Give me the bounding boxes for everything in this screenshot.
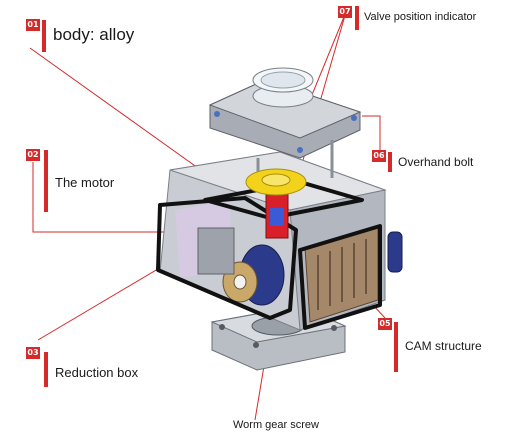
callout-number: 01 (26, 19, 40, 31)
callout-label: Valve position indicator (364, 11, 477, 23)
callout-number: 03 (26, 347, 40, 359)
callout-number: 05 (378, 318, 392, 330)
leader-line-bolt (362, 115, 381, 158)
callout-label: body: alloy (53, 25, 135, 44)
indicator-assembly (245, 168, 307, 239)
frame-right (298, 224, 382, 330)
callout-label: Overhand bolt (398, 155, 474, 169)
leader-line-motor (32, 162, 198, 233)
callout-label: Worm gear screw (233, 419, 319, 431)
callout-marker (42, 20, 46, 52)
leader-line-body (29, 47, 213, 179)
callout-number: 07 (338, 6, 352, 18)
callout-label: The motor (55, 175, 115, 190)
callout-marker (44, 150, 48, 212)
callout-label: CAM structure (405, 339, 482, 353)
callout-marker (44, 352, 48, 387)
callout-label: Reduction box (55, 365, 139, 380)
frame-left (156, 196, 298, 320)
bolt-posts (256, 140, 334, 178)
callout-marker (388, 152, 392, 172)
callout-marker (394, 322, 398, 372)
motor-assembly (175, 200, 403, 306)
callout-number: 06 (372, 150, 386, 162)
top-cover (208, 67, 362, 159)
callout-number: 02 (26, 149, 40, 161)
callout-marker (355, 6, 359, 30)
